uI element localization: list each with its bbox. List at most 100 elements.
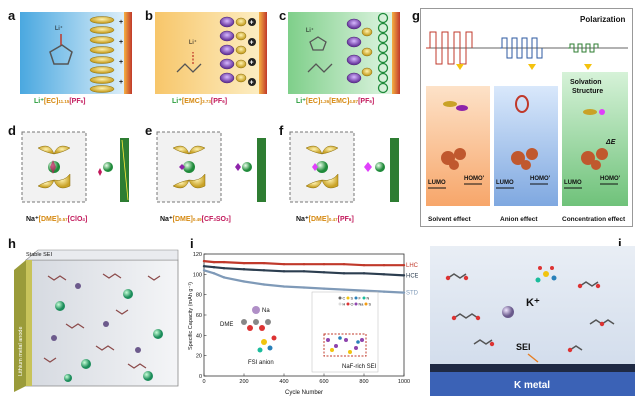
panel-j-k-metal-diagram: K metal K⁺ SEI xyxy=(430,246,635,396)
panel-e-solvation-diagram xyxy=(155,130,275,218)
data-point-std xyxy=(382,290,386,293)
panel-letter-j: j xyxy=(618,236,622,251)
panel-j-metal-label: K metal xyxy=(514,380,550,391)
series-label-std: STD xyxy=(406,291,418,297)
chart-inset-dme-label: DME xyxy=(220,322,233,328)
panel-letter-b: b xyxy=(145,8,153,23)
fsi-anion-icon xyxy=(535,266,557,283)
panel-b-formula: Li⁺[EMC]3.73[PF6] xyxy=(172,98,228,105)
y-tick-label: 80 xyxy=(196,293,202,299)
panel-i-cycling-chart: LHCEHCESTD 02004006008001000020406080100… xyxy=(186,246,422,396)
svg-text:+: + xyxy=(250,60,254,67)
svg-text:+: + xyxy=(250,80,254,87)
chart-ylabel: Specific Capacity (mAh g⁻¹) xyxy=(188,282,194,350)
svg-text:S: S xyxy=(351,297,354,301)
panel-letter-g: g xyxy=(412,8,420,23)
panel-letter-d: d xyxy=(8,123,16,138)
data-point-lhce xyxy=(262,261,266,265)
svg-text:O: O xyxy=(351,303,354,307)
svg-text:+: + xyxy=(119,59,123,66)
chart-inset-na-label: Na xyxy=(262,308,270,314)
data-point-hce xyxy=(202,265,206,268)
panel-g-lumo-3: LUMO xyxy=(564,180,582,186)
panel-j-k-ion-label: K⁺ xyxy=(526,297,540,309)
data-point-std xyxy=(362,289,366,292)
data-point-std xyxy=(212,272,216,275)
data-point-std xyxy=(402,291,406,294)
chart-inset-sei-structure xyxy=(311,291,379,373)
x-tick-label: 0 xyxy=(202,379,205,385)
panel-f-solvation-diagram xyxy=(288,130,408,218)
data-point-std xyxy=(222,276,226,279)
y-tick-label: 60 xyxy=(196,313,202,319)
panel-letter-e: e xyxy=(145,123,153,138)
panel-g-homo-3: HOMO' xyxy=(600,176,621,182)
data-point-hce xyxy=(342,272,346,275)
panel-g-title: Polarization xyxy=(580,15,625,24)
panel-g-delta-e: ΔE xyxy=(605,139,616,146)
data-point-lhce xyxy=(382,263,386,267)
panel-h-graphic: Stable SEI Lithium metal anode xyxy=(14,249,179,392)
data-point-std xyxy=(282,285,286,288)
series-line-lhce xyxy=(203,260,404,267)
chart-inset-fsi-label: FSI anion xyxy=(248,360,274,366)
panel-letter-i: i xyxy=(190,236,194,251)
data-point-lhce xyxy=(282,262,286,266)
panel-c-formula: Li⁺[EC]1.26[EMC]4.87[PF6] xyxy=(296,98,375,105)
y-tick-label: 40 xyxy=(196,333,202,339)
panel-c-graphic: Li⁺ xyxy=(288,12,400,94)
panel-c-solvation-diagram: Li⁺ xyxy=(288,12,406,107)
svg-text:Na: Na xyxy=(359,303,365,307)
panel-e-formula: Na⁺[DME]0.49[CF3SO3] xyxy=(160,216,231,223)
data-point-hce xyxy=(282,270,286,273)
data-point-lhce xyxy=(362,263,366,267)
data-point-hce xyxy=(222,267,226,270)
emc-molecule-icon xyxy=(176,52,202,73)
panel-f-formula: Na⁺[DME]0.47[PF6] xyxy=(296,216,354,223)
panel-b-solvation-diagram: Li⁺ + + + + xyxy=(155,12,273,107)
panel-g-bottom-label-concentration: Concentration effect xyxy=(562,216,626,223)
data-point-lhce xyxy=(302,262,306,266)
panel-b-graphic: Li⁺ + + + + xyxy=(155,12,267,94)
data-point-lhce xyxy=(342,262,346,266)
svg-text:S: S xyxy=(369,303,372,307)
series-line-std xyxy=(203,269,405,294)
data-point-std xyxy=(202,269,206,272)
y-tick-label: 20 xyxy=(196,354,202,360)
capacity-chart-svg: LHCEHCESTD 02004006008001000020406080100… xyxy=(188,252,422,396)
panel-g-solvation-label-2: Structure xyxy=(572,88,603,95)
svg-text:F: F xyxy=(359,297,362,301)
data-point-hce xyxy=(242,268,246,271)
data-point-hce xyxy=(322,271,326,274)
panel-a-formula: Li⁺[EC]11.15[PF6] xyxy=(34,98,86,105)
panel-g-solvation-label-1: Solvation xyxy=(570,79,602,86)
data-point-lhce xyxy=(202,259,206,263)
ec-molecule-icon xyxy=(49,34,73,65)
x-tick-label: 400 xyxy=(279,379,288,385)
panel-d-graphic xyxy=(21,131,129,203)
panel-letter-c: c xyxy=(279,8,287,23)
y-tick-label: 100 xyxy=(193,272,202,278)
data-point-lhce xyxy=(242,261,246,265)
panel-h-sei-diagram: Stable SEI Lithium metal anode xyxy=(8,246,183,394)
data-point-hce xyxy=(402,274,406,277)
panel-f-graphic xyxy=(289,131,399,203)
data-point-std xyxy=(242,280,246,283)
data-point-std xyxy=(262,283,266,286)
svg-text:+: + xyxy=(250,40,254,47)
svg-text:C: C xyxy=(343,297,346,301)
svg-text:+: + xyxy=(250,20,254,27)
series-line-hce xyxy=(203,265,405,277)
svg-text:+: + xyxy=(119,79,123,86)
series-label-lhce: LHCE xyxy=(406,263,418,269)
data-point-hce xyxy=(382,273,386,276)
panel-d-solvation-diagram xyxy=(20,130,140,218)
panel-letter-h: h xyxy=(8,236,16,251)
panel-b-li-label: Li⁺ xyxy=(189,39,197,46)
panel-a-solvation-diagram: Li⁺ ++++ xyxy=(20,12,138,107)
chart-inset-sei-label: NaF-rich SEI xyxy=(342,364,377,370)
chart-xlabel: Cycle Number xyxy=(285,390,323,396)
y-tick-label: 120 xyxy=(193,252,202,258)
panel-g-bottom-label-anion: Anion effect xyxy=(500,216,538,223)
panel-h-stable-sei-label: Stable SEI xyxy=(26,252,52,258)
